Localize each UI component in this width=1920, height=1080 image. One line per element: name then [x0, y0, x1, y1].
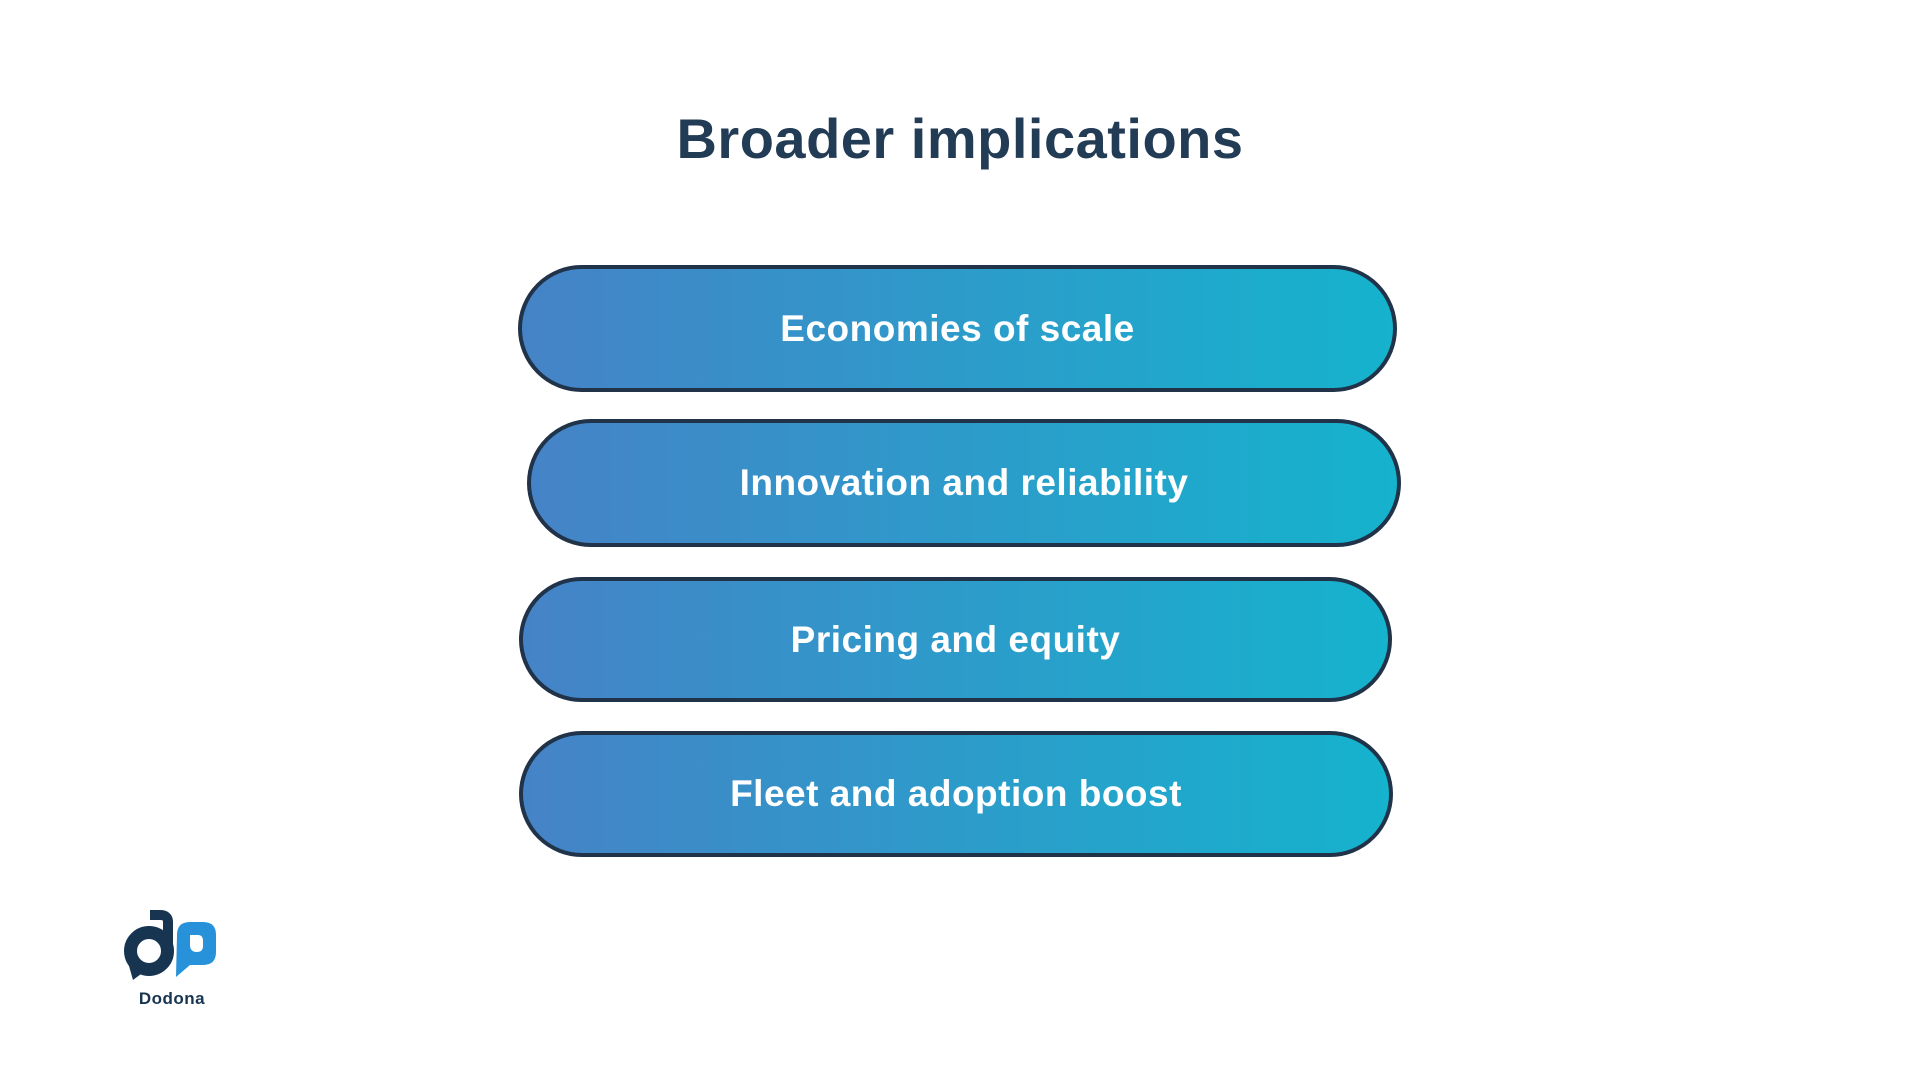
pill-label: Fleet and adoption boost	[730, 773, 1182, 814]
pill-innovation-and-reliability: Innovation and reliability	[527, 419, 1401, 547]
pill-label: Innovation and reliability	[739, 462, 1189, 503]
pill-label: Economies of scale	[780, 307, 1135, 349]
pill-fleet-and-adoption-boost: Fleet and adoption boost	[519, 731, 1393, 857]
pill-label: Pricing and equity	[790, 618, 1121, 660]
page-title: Broader implications	[676, 107, 1244, 170]
dodona-logo-icon	[124, 910, 216, 980]
pill-pricing-and-equity: Pricing and equity	[519, 577, 1392, 702]
brand-logo: Dodona	[124, 908, 220, 1009]
brand-name: Dodona	[138, 989, 206, 1008]
pill-economies-of-scale: Economies of scale	[518, 265, 1397, 392]
